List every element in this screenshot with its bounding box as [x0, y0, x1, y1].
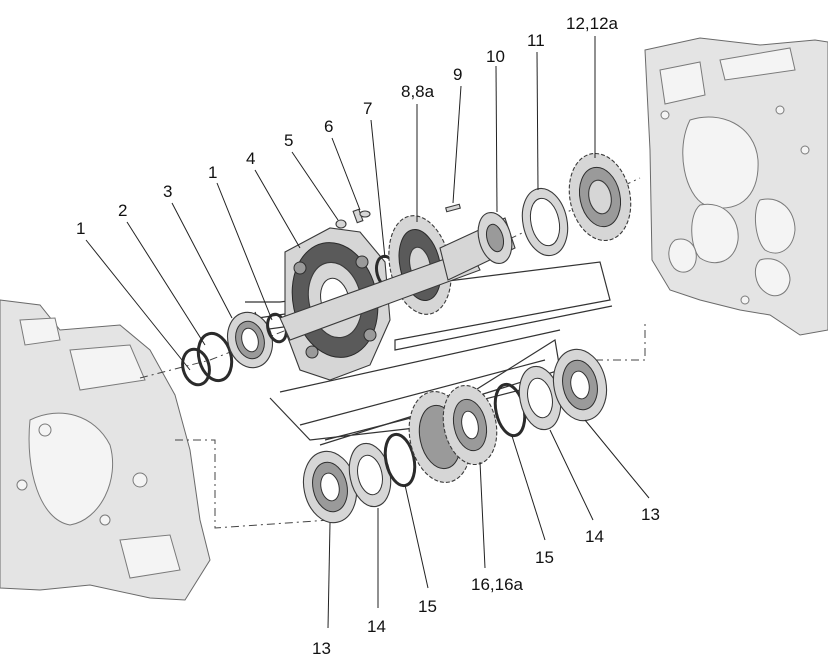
- callout-8: 8,8a: [401, 82, 435, 101]
- callout-13-right: 13: [641, 505, 660, 524]
- callout-15-right: 15: [535, 548, 554, 567]
- part-10-shaft: [439, 211, 516, 281]
- part-8-gear: [279, 215, 481, 341]
- callout-11: 11: [527, 31, 545, 50]
- callout-7: 7: [363, 99, 372, 118]
- callout-6: 6: [324, 117, 333, 136]
- part-13-bearing-right: [552, 348, 608, 422]
- left-housing: [0, 299, 211, 601]
- callout-9: 9: [453, 65, 462, 84]
- callout-4: 4: [246, 149, 255, 168]
- callout-15-left: 15: [418, 597, 437, 616]
- part-6-bolt: [352, 208, 371, 224]
- callout-2: 2: [118, 201, 127, 220]
- callout-16: 16,16a: [471, 575, 524, 594]
- callout-5: 5: [284, 131, 293, 150]
- leader-lines: [85, 36, 650, 629]
- part-14-washer-right: [518, 365, 562, 431]
- callout-1-right: 1: [208, 163, 217, 182]
- callout-12: 12,12a: [566, 14, 619, 33]
- callout-13-left: 13: [312, 639, 331, 658]
- part-9-key: [445, 203, 461, 213]
- callout-1-left: 1: [76, 219, 85, 238]
- part-14-washer-left: [348, 442, 392, 508]
- part-1-snap-ring-left: [181, 347, 211, 387]
- part-3-bearing: [226, 311, 274, 369]
- part-5-nut: [335, 219, 347, 229]
- part-11-sleeve: [521, 187, 569, 257]
- callout-10: 10: [486, 47, 505, 66]
- right-housing-plate: [644, 37, 828, 336]
- callout-3: 3: [163, 182, 172, 201]
- part-16-gear-block: [408, 384, 498, 483]
- part-2-ring: [196, 331, 234, 383]
- part-12-gear: [568, 152, 632, 242]
- callout-labels: 1 2 3 1 4 5 6 7 8,8a 9 10 11 12,12a 13 1…: [76, 14, 660, 658]
- callout-14-right: 14: [585, 527, 604, 546]
- callout-14-left: 14: [367, 617, 386, 636]
